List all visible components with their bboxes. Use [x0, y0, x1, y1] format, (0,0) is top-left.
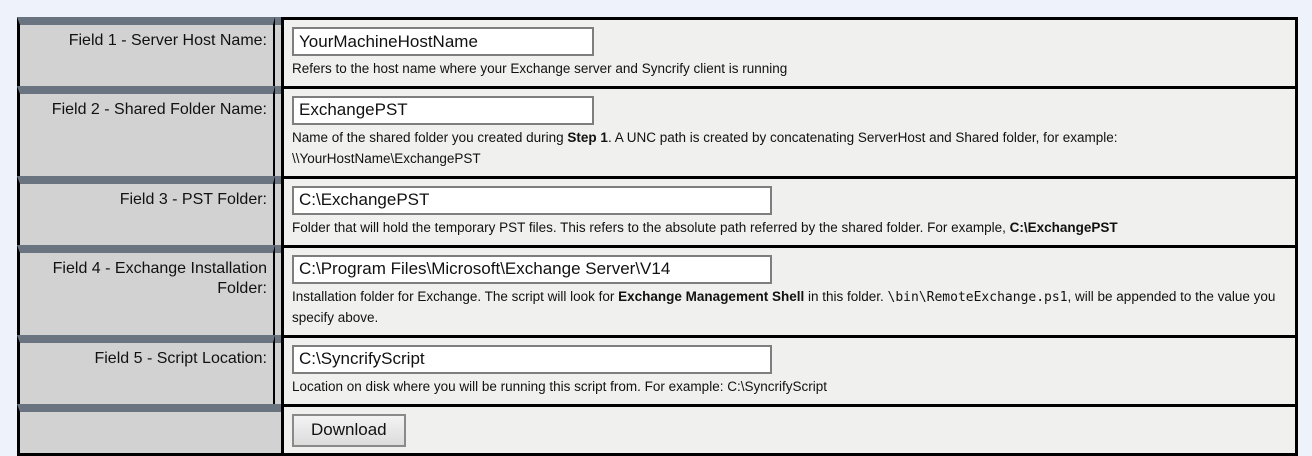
column-gap: [275, 175, 281, 245]
config-form-table: Field 1 - Server Host Name: Refers to th…: [17, 17, 1298, 456]
description-segment: Name of the shared folder you created du…: [292, 129, 568, 145]
field-description: Refers to the host name where your Excha…: [292, 59, 1287, 80]
field-description: Location on disk where you will be runni…: [292, 377, 1287, 398]
download-button[interactable]: Download: [292, 413, 406, 447]
description-segment: , will be appended to the value you spec…: [292, 288, 1276, 325]
field-content-cell: Folder that will hold the temporary PST …: [281, 175, 1298, 245]
description-segment: . A UNC path is created by concatenating…: [292, 129, 1118, 166]
form-row: Field 2 - Shared Folder Name: Name of th…: [17, 85, 1298, 176]
field-label: Field 1 - Server Host Name:: [68, 32, 267, 49]
field-4-input[interactable]: [292, 254, 772, 284]
field-description: Folder that will hold the temporary PST …: [292, 218, 1287, 239]
field-content-cell: Name of the shared folder you created du…: [281, 85, 1298, 176]
field-1-input[interactable]: [292, 27, 594, 56]
field-label-cell: Field 4 - Exchange Installation Folder:: [17, 244, 275, 335]
field-label: Field 5 - Script Location:: [94, 349, 267, 367]
form-row: Field 3 - PST Folder: Folder that will h…: [17, 175, 1298, 245]
field-label: Field 2 - Shared Folder Name:: [51, 100, 267, 118]
empty-label-cell: [17, 403, 275, 456]
field-description: Name of the shared folder you created du…: [292, 128, 1287, 170]
field-3-input[interactable]: [292, 185, 772, 215]
field-5-input[interactable]: [292, 344, 772, 374]
column-gap: [275, 85, 281, 176]
description-segment: C:\ExchangePST: [1009, 219, 1118, 235]
field-content-cell: Location on disk where you will be runni…: [281, 334, 1298, 404]
field-label-cell: Field 1 - Server Host Name:: [17, 17, 275, 86]
form-row: Field 1 - Server Host Name: Refers to th…: [17, 17, 1298, 86]
column-gap: [275, 334, 281, 404]
field-label-cell: Field 2 - Shared Folder Name:: [17, 85, 275, 176]
description-segment: Folder that will hold the temporary PST …: [292, 219, 1010, 235]
form-row: Field 4 - Exchange Installation Folder: …: [17, 244, 1298, 335]
description-segment: Location on disk where you will be runni…: [292, 378, 827, 394]
field-2-input[interactable]: [292, 95, 594, 125]
field-label-cell: Field 3 - PST Folder:: [17, 175, 275, 245]
field-content-cell: Installation folder for Exchange. The sc…: [281, 244, 1298, 335]
field-label-cell: Field 5 - Script Location:: [17, 334, 275, 404]
form-row: Field 5 - Script Location: Location on d…: [17, 334, 1298, 404]
description-segment: Step 1: [567, 129, 608, 145]
submit-content-cell: Download: [281, 403, 1298, 456]
description-segment: Installation folder for Exchange. The sc…: [292, 288, 619, 304]
description-segment: in this folder.: [804, 288, 888, 304]
column-gap: [275, 244, 281, 335]
form-row-submit: Download: [17, 403, 1298, 456]
column-gap: [275, 17, 281, 86]
field-content-cell: Refers to the host name where your Excha…: [281, 17, 1298, 86]
field-label: Field 3 - PST Folder:: [119, 190, 267, 208]
field-label: Field 4 - Exchange Installation Folder:: [52, 259, 267, 297]
field-description: Installation folder for Exchange. The sc…: [292, 287, 1287, 329]
description-segment: Exchange Management Shell: [618, 288, 805, 304]
description-segment: \bin\RemoteExchange.ps1: [887, 289, 1068, 305]
description-segment: Refers to the host name where your Excha…: [292, 61, 788, 76]
